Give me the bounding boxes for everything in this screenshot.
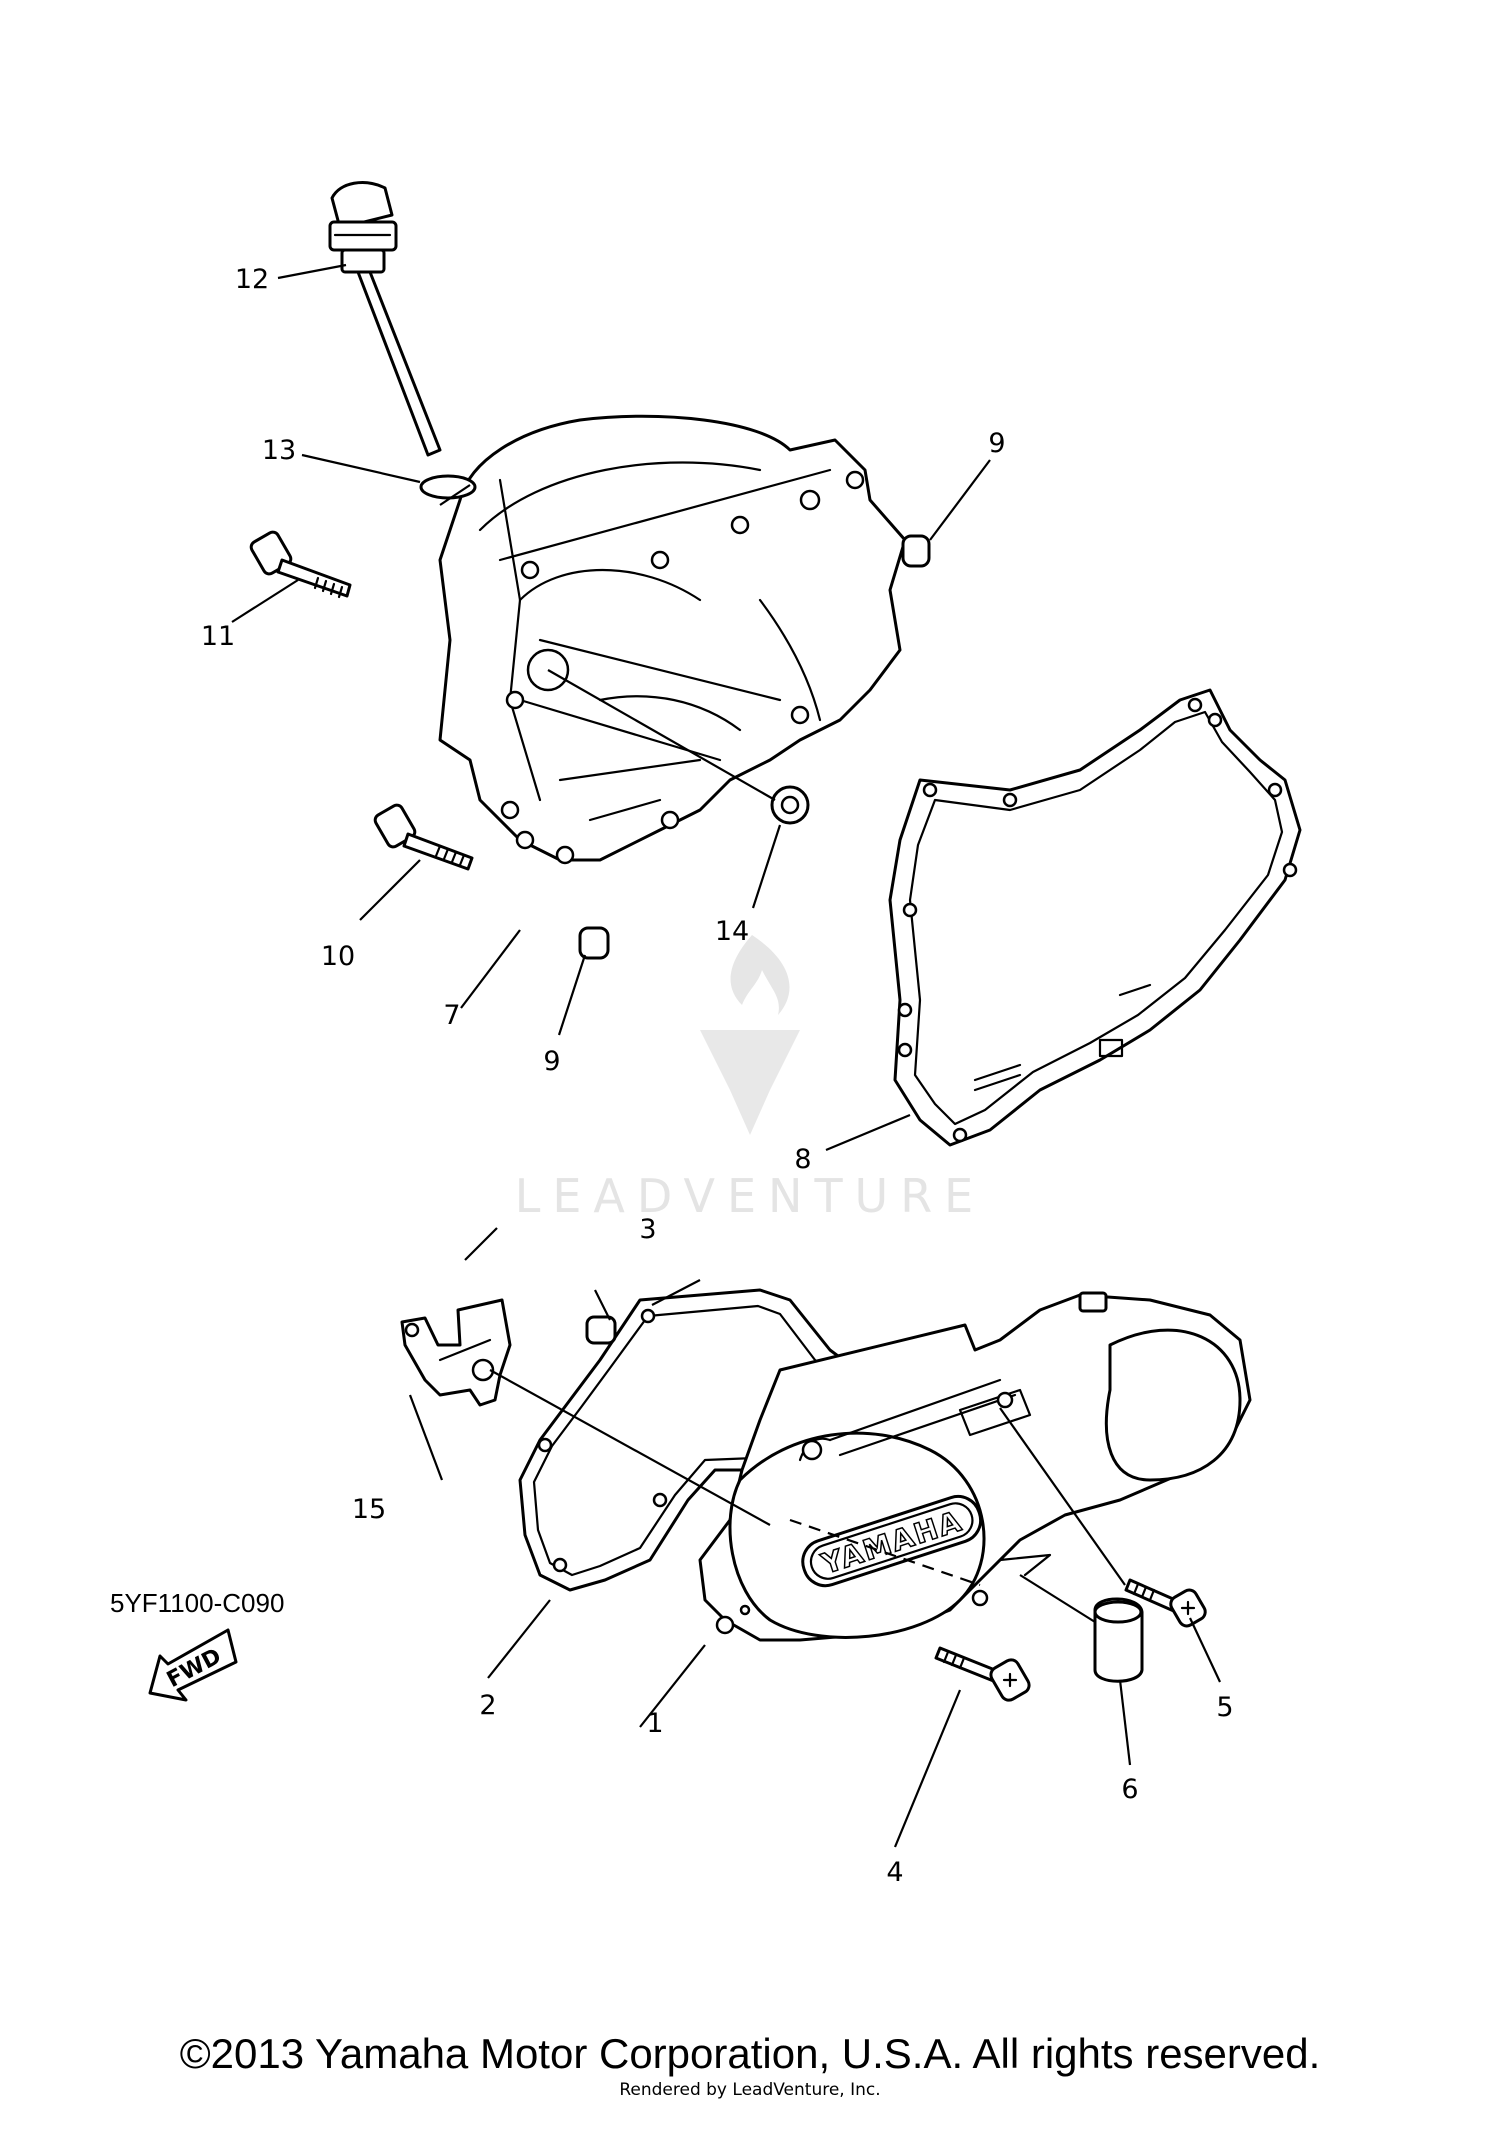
dowel-pin-part-9-top (901, 534, 931, 568)
plug-part-6 (1093, 1597, 1144, 1683)
watermark-flame-icon (730, 935, 790, 1015)
callout-12: 12 (235, 264, 269, 295)
callout-14: 14 (715, 916, 749, 947)
bolt-part-5 (1124, 1578, 1207, 1628)
bolt-part-4 (934, 1646, 1031, 1702)
leadventure-watermark: LEADVENTURE (515, 935, 986, 1223)
callout-7: 7 (443, 1000, 460, 1031)
callout-6: 6 (1121, 1774, 1138, 1805)
copyright-notice: ©2013 Yamaha Motor Corporation, U.S.A. A… (179, 2030, 1321, 2077)
callout-9-top: 9 (988, 428, 1005, 459)
callout-numbers: 1 2 3 4 5 6 7 8 9 9 10 11 12 13 14 15 (201, 264, 1234, 1888)
watermark-v-icon (700, 1030, 800, 1135)
oil-seal-part-14 (770, 785, 810, 825)
bolt-part-11 (249, 530, 352, 599)
watermark-text: LEADVENTURE (515, 1169, 986, 1223)
dowel-part-3 (585, 1315, 617, 1345)
fwd-arrow-icon: FWD (148, 1628, 238, 1702)
callout-8: 8 (794, 1144, 811, 1175)
crankcase-cover-part-7 (438, 414, 907, 865)
callout-13: 13 (262, 435, 296, 466)
diagram-code: 5YF1100-C090 (110, 1588, 285, 1618)
dowel-pin-part-9-bottom (578, 926, 610, 960)
gasket-part-8 (888, 688, 1302, 1147)
callout-1: 1 (646, 1708, 663, 1739)
dipstick-part-12 (328, 181, 442, 457)
callout-2: 2 (479, 1690, 496, 1721)
leader-lines (231, 263, 1221, 1848)
callout-3: 3 (639, 1214, 656, 1245)
callout-5: 5 (1216, 1692, 1233, 1723)
callout-11: 11 (201, 621, 235, 652)
callout-9-bottom: 9 (543, 1046, 560, 1077)
bolt-part-10 (373, 803, 474, 871)
callout-10: 10 (321, 941, 355, 972)
callout-4: 4 (886, 1857, 903, 1888)
bracket-part-15 (400, 1298, 512, 1407)
o-ring-part-13 (419, 474, 477, 500)
rendered-by-notice: Rendered by LeadVenture, Inc. (619, 2080, 881, 2100)
callout-15: 15 (352, 1494, 386, 1525)
